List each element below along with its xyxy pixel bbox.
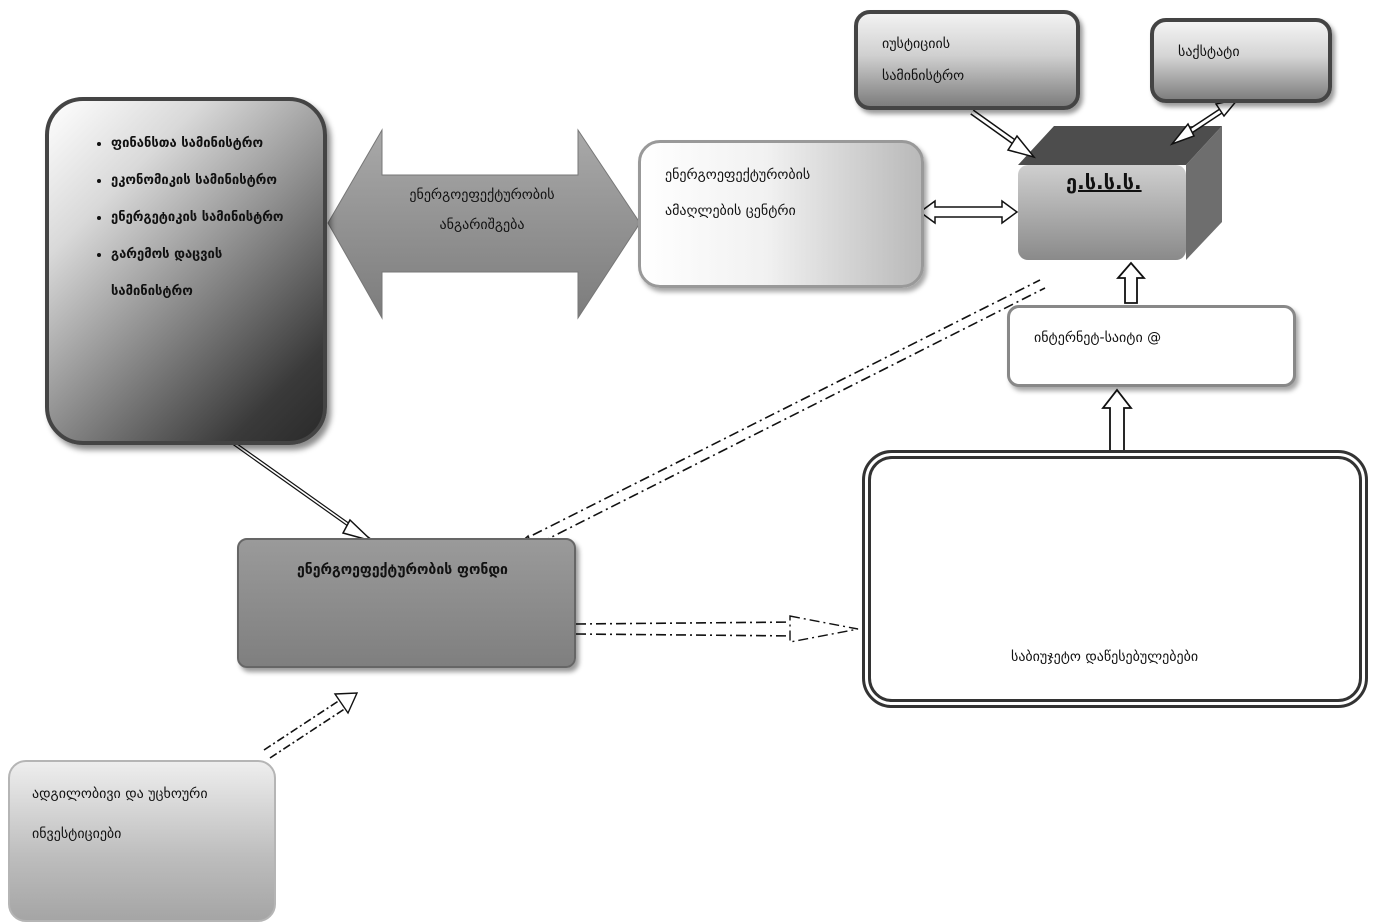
reporting-label-line2: ანგარიშგება (439, 217, 525, 233)
center-esks-double-arrow (918, 199, 1019, 225)
center-label-line1: ენერგოეფექტურობის (665, 167, 811, 183)
reporting-arrow-label: ენერგოეფექტურობის ანგარიშგება (388, 187, 576, 233)
stats-label: საქსტატი (1178, 44, 1240, 60)
ministry-item: ფინანსთა სამინისტრო (111, 125, 284, 162)
investments-label-line1: ადგილობივი და უცხოური (32, 786, 208, 802)
website-label: ინტერნეტ-საიტი @ (1034, 330, 1162, 346)
reporting-label-line1: ენერგოეფექტურობის (409, 187, 555, 203)
ministry-label: ფინანსთა სამინისტრო (111, 136, 264, 151)
ministry-item: ენერგეტიკის სამინისტრო (111, 199, 284, 236)
enterprises-label: საბიუჯეტო დაწესებულებები (1011, 649, 1199, 665)
efficiency-center-box: ენერგოეფექტურობის ამაღლების ცენტრი (638, 140, 924, 288)
investments-label-line2: ინვესტიციები (32, 826, 122, 842)
justice-to-esks-arrow (970, 109, 1037, 159)
center-label-line2: ამაღლების ცენტრი (665, 203, 796, 219)
ministries-group: ფინანსთა სამინისტრო ეკონომიკის სამინისტრ… (45, 97, 327, 445)
website-box: ინტერნეტ-საიტი @ (1007, 305, 1296, 387)
esks-label: ე.ს.ს.ს. (1066, 170, 1142, 194)
ministry-label: გარემოს დაცვის (111, 247, 223, 262)
enterprises-to-website-arrow (1101, 388, 1133, 456)
justice-ministry-box: იუსტიციის სამინისტრო (854, 10, 1080, 110)
fund-box: ენერგოეფექტურობის ფონდი (237, 538, 576, 668)
ministries-list: ფინანსთა სამინისტრო ეკონომიკის სამინისტრ… (111, 125, 284, 310)
statistics-box: საქსტატი (1150, 18, 1332, 103)
investments-box: ადგილობივი და უცხოური ინვესტიციები (8, 760, 276, 922)
ministry-label: ეკონომიკის სამინისტრო (111, 173, 277, 188)
justice-label-line2: სამინისტრო (882, 68, 965, 84)
enterprises-box: საბიუჯეტო დაწესებულებები (862, 450, 1368, 708)
fund-to-enterprises-dashed-arrow (575, 621, 801, 637)
website-to-esks-arrow (1116, 261, 1146, 304)
fund-label: ენერგოეფექტურობის ფონდი (297, 562, 508, 578)
esks-block (1018, 126, 1222, 260)
fund-esks-dashed-link (514, 279, 1046, 553)
investments-to-fund-dashed-arrow (263, 699, 347, 759)
ministry-label-continued: სამინისტრო (111, 284, 193, 299)
justice-label-line1: იუსტიციის (882, 36, 951, 52)
ministry-label: ენერგეტიკის სამინისტრო (111, 210, 284, 225)
ministry-item: ეკონომიკის სამინისტრო (111, 162, 284, 199)
ministry-item: გარემოს დაცვის სამინისტრო (111, 236, 284, 310)
